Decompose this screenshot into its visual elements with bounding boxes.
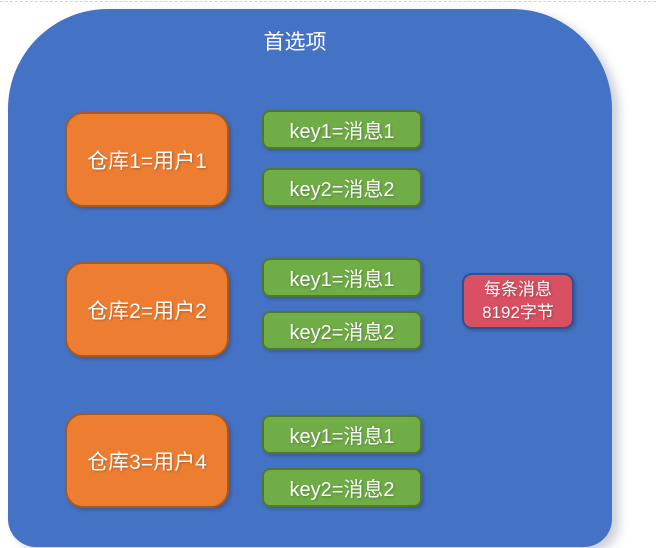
warehouse-label-3: 仓库3=用户4 (87, 450, 207, 474)
warehouse-box-3: 仓库3=用户4 (65, 413, 229, 508)
key-box-1-1: key1=消息1 (262, 110, 422, 149)
key-box-3-1: key1=消息1 (262, 415, 422, 454)
key-box-2-2: key2=消息2 (262, 311, 422, 350)
message-size-note-line2: 8192字节 (482, 303, 554, 322)
warehouse-label-2: 仓库2=用户2 (87, 299, 207, 323)
preferences-container-shape: 首选项 仓库1=用户1 key1=消息1 key2=消息2 仓库2=用户2 ke… (8, 9, 612, 547)
key-label-1-2: key2=消息2 (289, 179, 395, 201)
key-label-2-2: key2=消息2 (289, 322, 395, 344)
key-label-3-2: key2=消息2 (289, 479, 395, 501)
key-box-1-2: key2=消息2 (262, 168, 422, 207)
key-box-3-2: key2=消息2 (262, 468, 422, 507)
key-label-1-1: key1=消息1 (289, 121, 395, 143)
key-label-3-1: key1=消息1 (289, 426, 395, 448)
message-size-note: 每条消息 8192字节 (462, 273, 574, 329)
top-dashed-guide (0, 1, 656, 2)
warehouse-box-2: 仓库2=用户2 (65, 262, 229, 357)
diagram-title: 首选项 (263, 31, 327, 54)
warehouse-box-1: 仓库1=用户1 (65, 112, 229, 207)
message-size-note-line1: 每条消息 (484, 280, 552, 299)
key-box-2-1: key1=消息1 (262, 258, 422, 297)
warehouse-label-1: 仓库1=用户1 (87, 149, 207, 173)
key-label-2-1: key1=消息1 (289, 269, 395, 291)
